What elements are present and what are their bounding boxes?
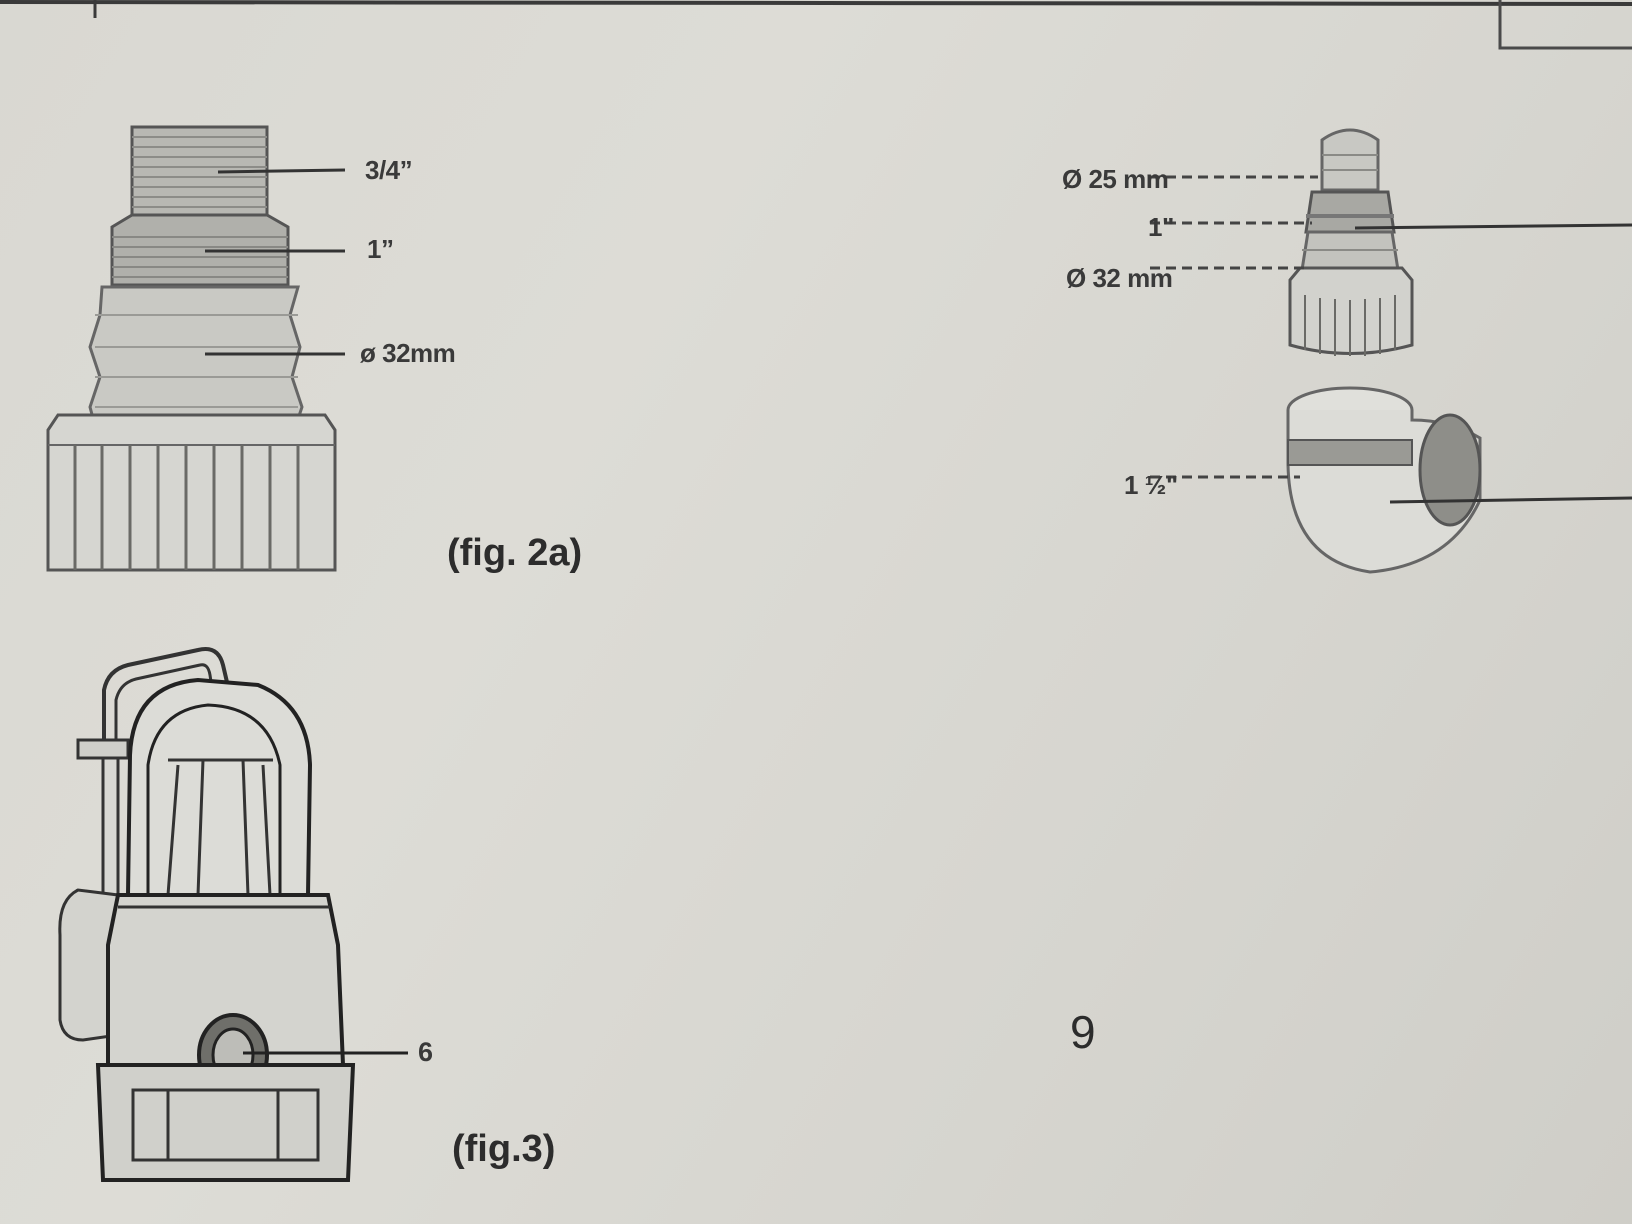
hose-diameter-label: Ø 25 mm	[1062, 164, 1169, 194]
figure-caption: (fig. 2a)	[447, 532, 583, 574]
table-edge-top	[0, 0, 1632, 50]
thread-size-label: 1"	[1148, 212, 1174, 242]
bleed-through-text	[0, 215, 11, 260]
figure-caption: (fig.3)	[452, 1128, 556, 1170]
hose-diameter-label: Ø 32 mm	[1066, 263, 1173, 293]
thread-size-label: 3/4”	[365, 155, 413, 185]
elbow-adapter-illustration	[1150, 128, 1632, 574]
hose-adapter-illustration	[46, 125, 346, 572]
outlet-callout-number: 6	[418, 1037, 434, 1067]
page-number: 9	[1070, 1006, 1096, 1058]
thread-size-label: 1 ½"	[1124, 470, 1178, 500]
hose-diameter-label: ø 32mm	[360, 338, 456, 368]
thread-size-label: 1”	[367, 234, 394, 264]
submersible-pump-illustration	[58, 647, 408, 1182]
